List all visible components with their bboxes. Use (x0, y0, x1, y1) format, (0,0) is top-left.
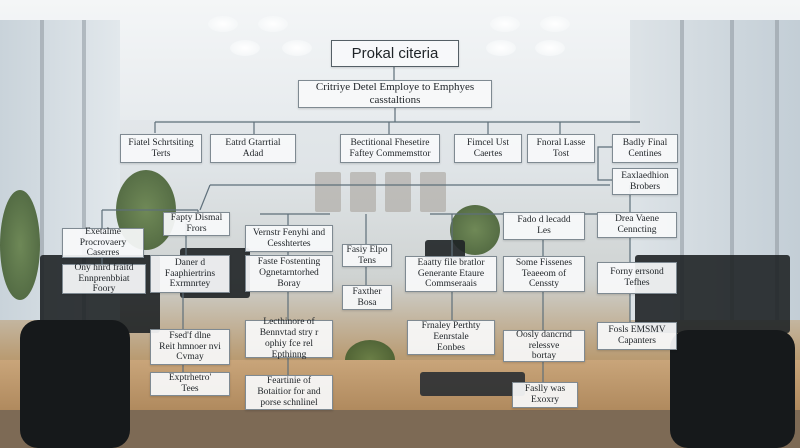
category-node: Fnoral Lasse Tost (527, 134, 595, 163)
sub-node: Faxther Bosa (342, 285, 392, 310)
window-frame (40, 20, 44, 320)
category-node: Bectitional Fhesetire Faftey Commemsttor (340, 134, 440, 163)
ceiling-light (282, 40, 312, 56)
window-frame (730, 20, 734, 320)
wall-picture (315, 172, 341, 212)
ceiling-light (490, 16, 520, 32)
sub-node: Eaatty file bratlor Generante Etaure Com… (405, 256, 497, 292)
wall-picture (420, 172, 446, 212)
ceiling-light (535, 40, 565, 56)
sub-node: Frnaley Perthty Eenrstale Eonbes (407, 320, 495, 355)
sub-node: Exetalme Procrovaery Caserres (62, 227, 144, 258)
category-node: Fiatel Schrtsiting Terts (120, 134, 202, 163)
diagram-title: Prokal citeria (331, 40, 459, 67)
sub-node: Fasiy Elpo Tens (342, 244, 392, 267)
ceiling-light (258, 16, 288, 32)
root-node: Critriye Detel Employe to Emphyes cassta… (298, 80, 492, 108)
ceiling-light (230, 40, 260, 56)
wall-picture (385, 172, 411, 212)
sub-node: Forny errsond Tefhes (597, 262, 677, 294)
sub-node: Oosly dancrnd relessve bortay (503, 330, 585, 362)
plant (0, 190, 40, 300)
sub-node: Faslly was Exoxry (512, 382, 578, 408)
ceiling-light (486, 40, 516, 56)
window-frame (775, 20, 779, 320)
sub-node: Ony hnrd fraitd Ennprenbbiat Foory (62, 263, 146, 294)
category-node: Eaxlaedhion Brobers (612, 168, 678, 195)
category-node: Badly Final Centines (612, 134, 678, 163)
window-frame (82, 20, 86, 320)
sub-node: Fsed'f dlne Reit hmnoer nvi Cvmay (150, 329, 230, 365)
sub-node: Fado d lecadd Les (503, 212, 585, 240)
category-node: Fimcel Ust Caertes (454, 134, 522, 163)
sub-node: Fapty Dismal Frors (163, 212, 230, 236)
ceiling-light (540, 16, 570, 32)
office-chair (20, 320, 130, 448)
sub-node: Drea Vaene Cenncting (597, 212, 677, 238)
laptop (420, 372, 525, 396)
sub-node: Daner d Faaphiertrins Exrmnrtey (150, 255, 230, 293)
floor (0, 410, 800, 448)
wall-picture (350, 172, 376, 212)
sub-node: Exptrhetro' Tees (150, 372, 230, 396)
sub-node: Faste Fostenting Ognetarntorhed Boray (245, 255, 333, 292)
sub-node: Feartinie of Botaitior for and porse sch… (245, 375, 333, 410)
sub-node: Some Fissenes Teaeeom of Censsty (503, 256, 585, 292)
sub-node: Fosls EMSMV Capanters (597, 322, 677, 350)
sub-node: Vernstr Fenyhi and Cesshtertes (245, 225, 333, 252)
monitor (425, 240, 465, 260)
window-frame (680, 20, 684, 320)
category-node: Eatrd Gtarrtial Adad (210, 134, 296, 163)
sub-node: Lecthinore of Bennvtad stry r ophiy fce … (245, 317, 333, 360)
desk (0, 360, 800, 410)
office-chair (670, 330, 795, 448)
ceiling-light (208, 16, 238, 32)
